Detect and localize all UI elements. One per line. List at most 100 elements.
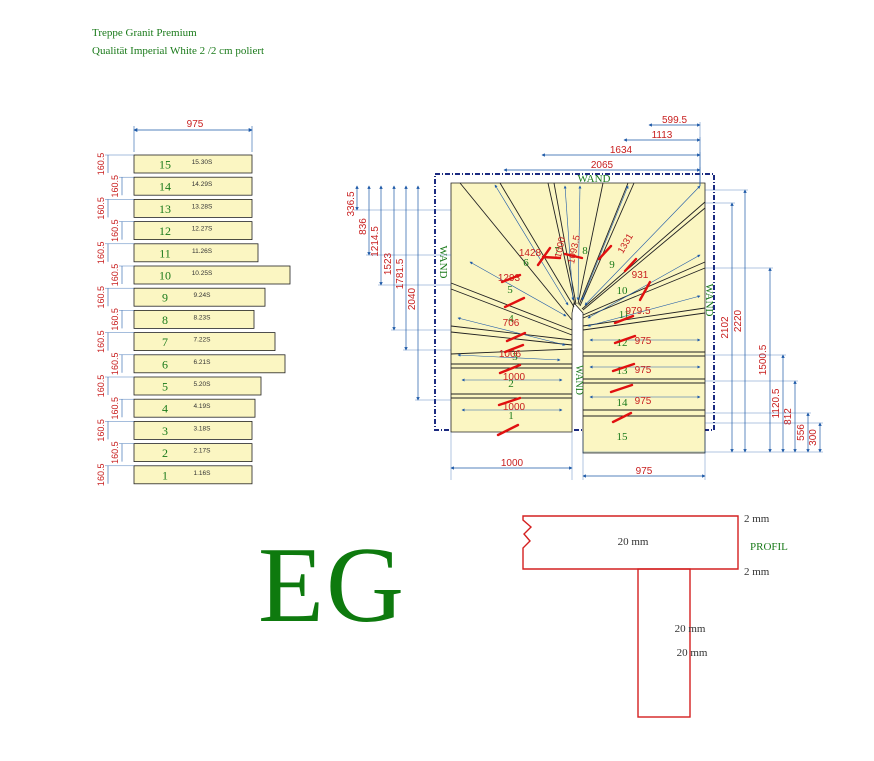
step-plate	[133, 465, 253, 485]
cut-mark	[611, 362, 636, 373]
rise-dimension-label: 160.5	[96, 197, 106, 220]
plan-step-number: 14	[617, 397, 629, 409]
plan-step-number: 2	[508, 378, 514, 390]
rise-dimension-label: 160.5	[96, 286, 106, 309]
step-number: 15	[159, 158, 171, 172]
walking-line	[457, 353, 561, 362]
tread-width-label: 975	[635, 336, 652, 347]
cut-mark	[597, 244, 613, 261]
tread-section	[522, 515, 739, 570]
top-dimension-label: 1113	[652, 130, 673, 141]
step-number: 10	[159, 269, 171, 283]
header-quality: Qualität Imperial White 2 /2 cm poliert	[92, 45, 265, 57]
bottom-left-dimension-label: 1000	[501, 458, 524, 469]
step-plate	[133, 443, 253, 463]
step-row: 1 1.16S 160.5	[96, 464, 253, 487]
step-number: 9	[162, 291, 168, 305]
step-plate	[133, 332, 276, 352]
left-dimension-label: 336.5	[346, 191, 357, 216]
plan-step-number: 11	[619, 309, 630, 321]
riser-section	[637, 568, 691, 718]
step-code: 7.22S	[194, 337, 212, 344]
wall-label-top: WAND	[578, 173, 611, 185]
cut-mark	[503, 343, 525, 354]
step-plate	[133, 354, 286, 374]
right-dimension-label: 812	[783, 408, 794, 425]
rise-dimension-label: 160.5	[110, 175, 120, 198]
step-plate	[133, 376, 262, 396]
right-dimension-label: 556	[796, 424, 807, 441]
step-code: 4.19S	[194, 403, 212, 410]
top-dimension-label: 599.5	[662, 115, 687, 126]
tread-width-label: 931	[632, 270, 649, 281]
step-number: 7	[162, 335, 168, 349]
tread-width-label: 975	[635, 396, 652, 407]
step-plate	[133, 309, 255, 329]
walking-line	[494, 184, 569, 306]
rise-dimension-label: 160.5	[110, 441, 120, 464]
tread-width-label: 1428	[519, 248, 542, 259]
left-dimension-label: 2040	[407, 287, 418, 310]
tread-width-label: 1006	[499, 349, 522, 360]
plan-step-number: 5	[507, 284, 513, 296]
step-code: 3.18S	[194, 425, 212, 432]
plan-step-number: 3	[512, 351, 518, 363]
step-number: 1	[162, 468, 168, 482]
right-dimension-label: 1500.5	[758, 344, 769, 375]
step-code: 6.21S	[194, 359, 212, 366]
riser-thickness-label-1: 20 mm	[675, 623, 706, 635]
plan-step-number: 10	[617, 285, 629, 297]
step-row: 9 9.24S 160.5	[96, 286, 266, 309]
header-title: Treppe Granit Premium	[92, 27, 197, 39]
plan-step-number: 6	[523, 257, 529, 269]
step-code: 9.24S	[194, 292, 212, 299]
walking-line	[457, 317, 566, 346]
rise-dimension-label: 160.5	[96, 464, 106, 487]
right-dimension-label: 300	[808, 429, 819, 446]
tread-width-label: 1000	[503, 372, 526, 383]
plan-step-number: 8	[582, 245, 588, 257]
step-code: 15.30S	[192, 159, 213, 166]
walking-line	[576, 185, 582, 301]
cut-mark	[500, 273, 522, 284]
step-plate	[133, 398, 256, 418]
cut-mark	[638, 280, 652, 302]
top-margin-label: 2 mm	[744, 513, 770, 525]
rise-dimension-label: 160.5	[96, 242, 106, 265]
tread-thickness-label: 20 mm	[618, 536, 649, 548]
step-code: 10.25S	[192, 270, 213, 277]
step-number: 11	[159, 246, 171, 260]
step-plate	[133, 221, 253, 241]
step-number: 2	[162, 446, 168, 460]
plan-step-number: 7	[554, 245, 560, 257]
cut-mark	[497, 396, 522, 407]
cut-mark	[623, 257, 638, 273]
step-plate	[133, 420, 253, 440]
cut-mark	[503, 296, 526, 309]
walking-line	[587, 295, 701, 327]
cut-mark	[563, 252, 584, 260]
edge-profile: 20 mm 20 mm 20 mm 2 mm 2 mm PROFIL	[522, 513, 788, 718]
wall-label-right: WAND	[703, 284, 715, 317]
step-code: 1.16S	[194, 470, 212, 477]
wall-label-left: WAND	[437, 246, 449, 279]
step-code: 8.23S	[194, 314, 212, 321]
tread-width-label: 979.5	[625, 306, 650, 317]
rise-dimension-label: 160.5	[110, 353, 120, 376]
step-code: 5.20S	[194, 381, 212, 388]
cut-mark	[541, 255, 562, 260]
step-plate	[133, 243, 259, 263]
cut-mark	[613, 314, 635, 325]
cut-mark	[505, 331, 527, 343]
plan-step-number: 1	[508, 410, 514, 422]
walking-line	[563, 185, 575, 301]
rise-dimension-label: 160.5	[96, 375, 106, 398]
